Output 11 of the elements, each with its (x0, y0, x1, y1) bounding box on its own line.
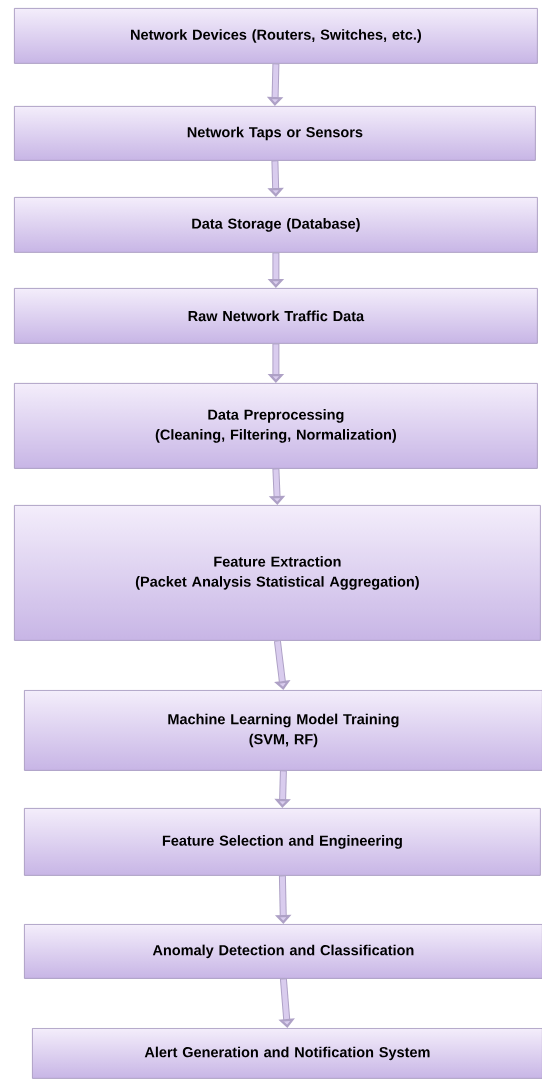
process-box: Feature Selection and Engineering (24, 808, 541, 876)
process-box: Alert Generation and Notification System (32, 1028, 542, 1079)
process-box: Data Storage (Database) (14, 197, 538, 253)
process-box: Network Taps or Sensors (14, 106, 536, 161)
process-box: Network Devices (Routers, Switches, etc.) (14, 8, 538, 64)
process-box: Raw Network Traffic Data (14, 288, 538, 344)
process-box: Feature Extraction (Packet Analysis Statistical Aggregation) (14, 505, 541, 641)
arrow (273, 640, 291, 690)
process-box: Anomaly Detection and Classification (24, 924, 542, 979)
process-box: Machine Learning Model Training (SVM, RF) (24, 690, 542, 771)
process-box: Data Preprocessing (Cleaning, Filtering, Normalization) (14, 383, 538, 469)
